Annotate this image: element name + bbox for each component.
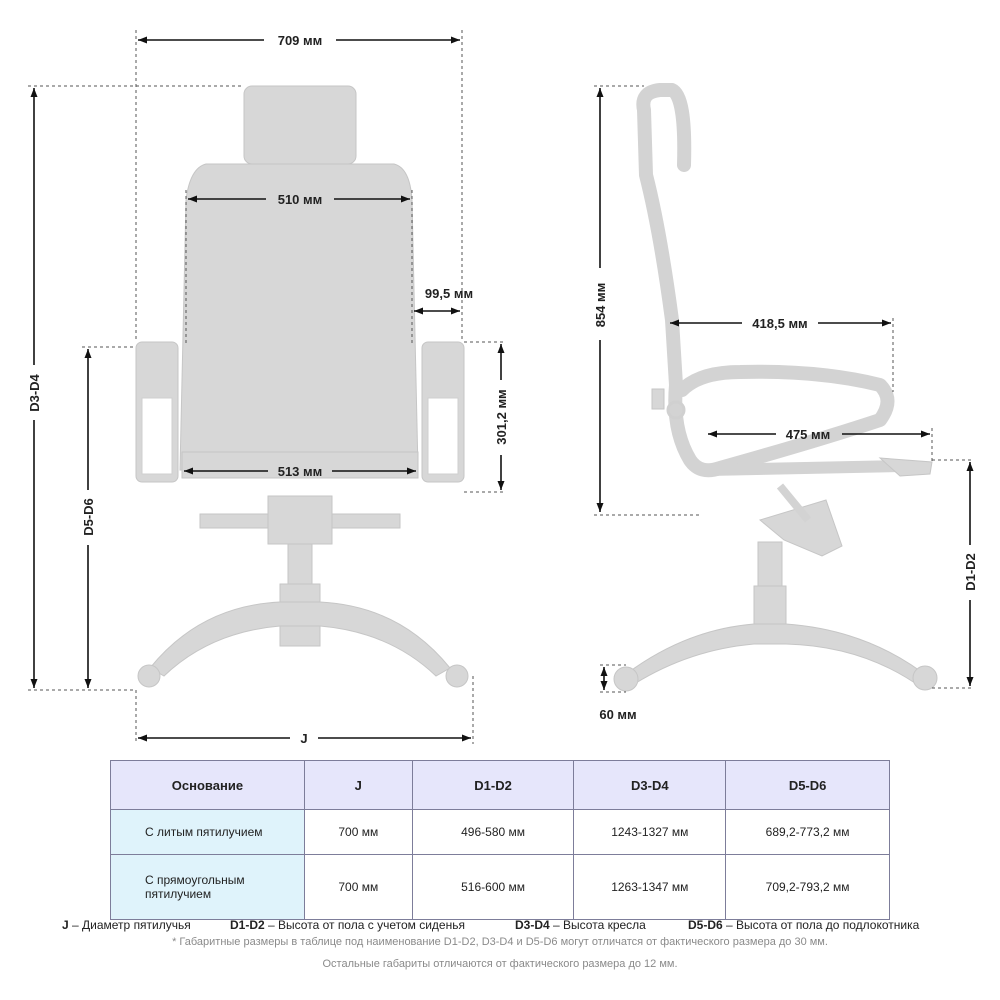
- backrest-frame: [636, 83, 895, 478]
- wheel-left: [137, 664, 161, 688]
- legend-key: D5-D6: [688, 918, 723, 932]
- footnote-1: * Габаритные размеры в таблице под наиме…: [172, 936, 828, 948]
- table-cell: 700 мм: [303, 809, 413, 855]
- side-view-chair: [613, 83, 938, 692]
- table-cell: С литым пятилучием: [110, 809, 305, 855]
- side-support: [776, 483, 812, 523]
- front-view-dimensions: 709 мм 510 мм 99,5 мм 513 мм 301,2 мм D3…: [27, 30, 509, 746]
- side-armrest-tip: [878, 457, 933, 477]
- legend-key: J: [62, 918, 69, 932]
- table-row: С прямоугольным пятилучием 700 мм 516-60…: [110, 854, 890, 920]
- legend-item-j: J – Диаметр пятилучья: [62, 918, 191, 932]
- legend-key: D1-D2: [230, 918, 265, 932]
- gas-lift: [287, 543, 313, 585]
- backrest: [179, 163, 419, 471]
- table-cell: 496-580 мм: [411, 809, 575, 855]
- dim-total-height: D3-D4: [27, 373, 42, 411]
- table-cell: 700 мм: [303, 854, 413, 920]
- table-row: С литым пятилучием 700 мм 496-580 мм 124…: [110, 809, 890, 855]
- side-five-star-base: [615, 623, 933, 689]
- legend-item-d5-d6: D5-D6 – Высота от пола до подлокотника: [688, 918, 919, 932]
- table-header: D5-D6: [725, 760, 890, 810]
- wheel-right: [445, 664, 469, 688]
- dim-armrest-height: 301,2 мм: [494, 389, 509, 444]
- legend-key: D3-D4: [515, 918, 550, 932]
- legend-text: – Высота кресла: [549, 918, 646, 932]
- headrest: [243, 85, 357, 165]
- table-cell: 689,2-773,2 мм: [725, 809, 890, 855]
- tilt-knob: [651, 388, 665, 410]
- table-cell: 516-600 мм: [411, 854, 575, 920]
- side-wheel-left: [613, 666, 639, 692]
- side-view-dimensions: 854 мм 418,5 мм 475 мм D1-D2 60 мм: [593, 85, 978, 722]
- dim-front-width: 709 мм: [278, 33, 323, 48]
- table-cell: 1243-1327 мм: [573, 809, 727, 855]
- side-wheel-right: [912, 665, 938, 691]
- dim-base-diameter: J: [300, 731, 307, 746]
- table-cell: С прямоугольным пятилучием: [110, 854, 305, 920]
- table-cell: 709,2-793,2 мм: [725, 854, 890, 920]
- dim-armrest-floor: D5-D6: [81, 498, 96, 536]
- dim-seat-floor: D1-D2: [963, 553, 978, 591]
- chair-dimension-drawing: 709 мм 510 мм 99,5 мм 513 мм 301,2 мм D3…: [27, 30, 978, 746]
- table-header: D3-D4: [573, 760, 727, 810]
- dim-seat-depth: 475 мм: [786, 427, 831, 442]
- dim-wheel-size: 60 мм: [599, 707, 636, 722]
- legend-item-d3-d4: D3-D4 – Высота кресла: [515, 918, 646, 932]
- footnote-2: Остальные габариты отличаются от фактиче…: [322, 958, 678, 970]
- table-header-row: Основание J D1-D2 D3-D4 D5-D6: [110, 760, 890, 810]
- table-header: J: [303, 760, 413, 810]
- legend-text: – Высота от пола до подлокотника: [722, 918, 920, 932]
- dim-seat-depth-upper: 418,5 мм: [752, 316, 807, 331]
- legend-text: – Высота от пола с учетом сиденья: [264, 918, 465, 932]
- side-mechanism: [758, 499, 843, 557]
- dim-side-height: 854 мм: [593, 283, 608, 328]
- seat: [181, 451, 419, 479]
- dim-armrest-width: 99,5 мм: [425, 286, 473, 301]
- seat-frame: [702, 460, 906, 476]
- spec-table: Основание J D1-D2 D3-D4 D5-D6 С литым пя…: [110, 760, 890, 920]
- dim-back-width: 510 мм: [278, 192, 323, 207]
- table-header: Основание: [110, 760, 305, 810]
- front-view-chair: [135, 85, 469, 688]
- legend-item-d1-d2: D1-D2 – Высота от пола с учетом сиденья: [230, 918, 465, 932]
- legend-text: – Диаметр пятилучья: [68, 918, 191, 932]
- table-cell: 1263-1347 мм: [573, 854, 727, 920]
- table-header: D1-D2: [411, 760, 575, 810]
- mechanism: [267, 495, 333, 545]
- dim-seat-width: 513 мм: [278, 464, 323, 479]
- side-gas-lift: [757, 541, 783, 587]
